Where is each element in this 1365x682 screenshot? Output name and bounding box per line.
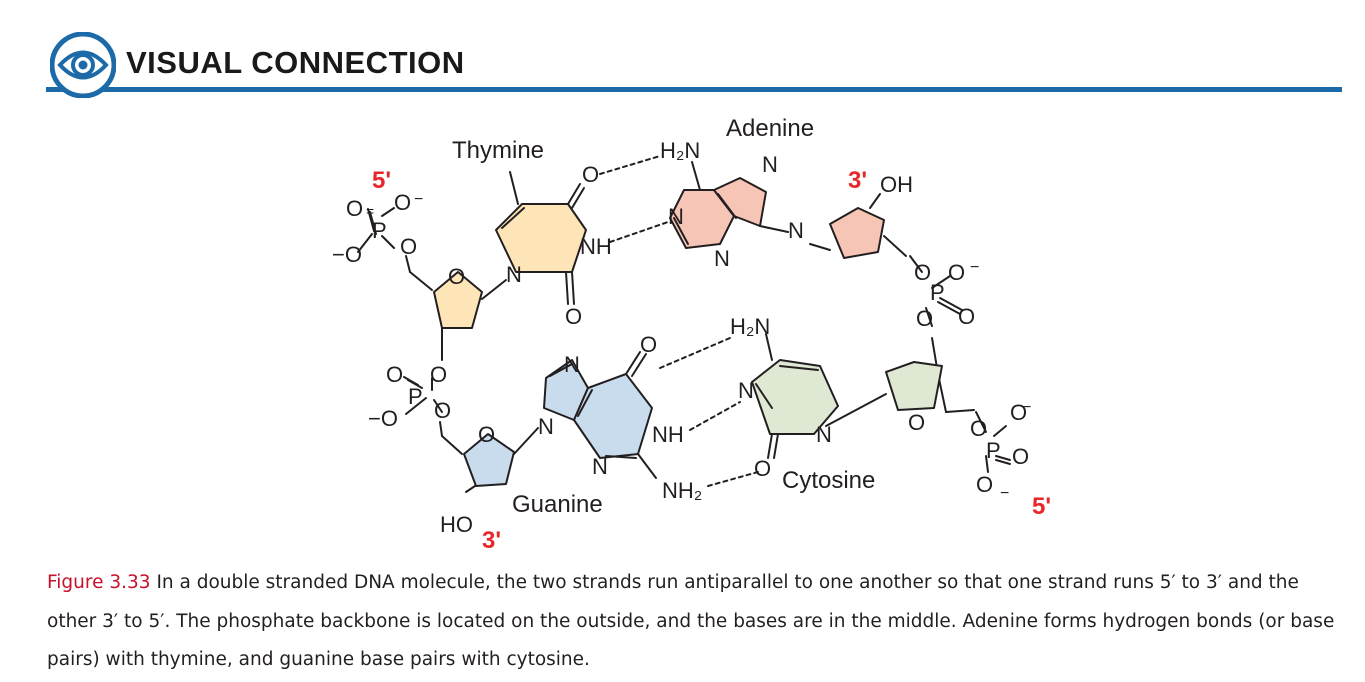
svg-text:P: P bbox=[930, 280, 945, 305]
svg-text:−O: −O bbox=[368, 406, 398, 431]
svg-text:N: N bbox=[762, 152, 778, 177]
svg-text:N: N bbox=[738, 378, 754, 403]
three-prime-bottom-left: 3' bbox=[482, 527, 501, 552]
left-backbone bbox=[357, 207, 539, 493]
svg-text:−O: −O bbox=[332, 242, 362, 267]
svg-text:O: O bbox=[430, 362, 447, 387]
svg-text:O: O bbox=[346, 196, 363, 221]
cytosine-label: Cytosine bbox=[782, 467, 875, 494]
thymine-label: Thymine bbox=[452, 137, 544, 164]
svg-text:−: − bbox=[1022, 399, 1031, 416]
svg-text:NH: NH bbox=[652, 422, 684, 447]
figure-caption: Figure 3.33 In a double stranded DNA mol… bbox=[47, 564, 1337, 680]
svg-text:−: − bbox=[414, 191, 423, 208]
svg-text:O: O bbox=[640, 332, 657, 357]
svg-text:O: O bbox=[916, 306, 933, 331]
svg-text:−: − bbox=[1000, 485, 1009, 502]
five-prime-bottom-right: 5' bbox=[1032, 493, 1050, 520]
svg-text:N: N bbox=[714, 246, 730, 271]
svg-text:N: N bbox=[816, 422, 832, 447]
header-rule bbox=[46, 87, 1342, 92]
svg-text:H₂N: H₂N bbox=[660, 138, 700, 163]
svg-text:O: O bbox=[565, 304, 582, 329]
svg-text:O: O bbox=[948, 260, 965, 285]
svg-text:HO: HO bbox=[440, 512, 473, 537]
svg-text:N: N bbox=[668, 204, 684, 229]
left-phosphate-atoms: O = P O − −O O O O O P −O O O bbox=[332, 190, 495, 447]
deoxyribose-sugar bbox=[829, 207, 885, 259]
svg-text:NH₂: NH₂ bbox=[662, 478, 702, 503]
svg-text:O: O bbox=[958, 304, 975, 329]
svg-text:O: O bbox=[754, 456, 771, 481]
svg-text:O: O bbox=[1010, 400, 1027, 425]
svg-text:N: N bbox=[564, 352, 580, 377]
figure-label: Figure 3.33 bbox=[47, 572, 151, 593]
svg-text:O: O bbox=[400, 234, 417, 259]
svg-text:O: O bbox=[582, 162, 599, 187]
svg-text:NH: NH bbox=[580, 234, 612, 259]
guanine-ring bbox=[543, 359, 589, 421]
svg-text:O: O bbox=[908, 410, 925, 435]
guanine-label: Guanine bbox=[512, 491, 603, 518]
svg-text:P: P bbox=[372, 218, 387, 243]
svg-text:P: P bbox=[986, 438, 1001, 463]
svg-text:O: O bbox=[394, 190, 411, 215]
cytosine-ring bbox=[751, 359, 839, 435]
svg-text:N: N bbox=[592, 454, 608, 479]
three-prime-top-right: 3' bbox=[848, 167, 867, 194]
svg-text:−: − bbox=[970, 259, 979, 276]
svg-text:P: P bbox=[408, 384, 423, 409]
adenine-label: Adenine bbox=[726, 115, 814, 142]
deoxyribose-sugar bbox=[885, 361, 943, 411]
deoxyribose-sugar bbox=[463, 433, 515, 487]
dna-base-pairing-diagram: O = P O − −O O O O O P −O O O O NH bbox=[310, 112, 1051, 554]
thymine-ring bbox=[495, 203, 587, 273]
visual-connection-header: VISUAL CONNECTION bbox=[46, 28, 1342, 99]
svg-text:H₂N: H₂N bbox=[730, 314, 770, 339]
svg-text:O: O bbox=[478, 422, 495, 447]
svg-text:O: O bbox=[1012, 444, 1029, 469]
svg-text:OH: OH bbox=[880, 172, 913, 197]
caption-text: In a double stranded DNA molecule, the t… bbox=[47, 572, 1335, 670]
svg-text:N: N bbox=[788, 218, 804, 243]
svg-text:O: O bbox=[914, 260, 931, 285]
svg-text:N: N bbox=[506, 262, 522, 287]
deoxyribose-sugar bbox=[433, 271, 483, 329]
svg-text:O: O bbox=[434, 398, 451, 423]
eye-icon bbox=[49, 31, 117, 99]
hydrogen-bonds bbox=[599, 155, 759, 487]
header-title: VISUAL CONNECTION bbox=[126, 45, 465, 80]
svg-text:O: O bbox=[976, 472, 993, 497]
svg-text:O: O bbox=[970, 416, 987, 441]
five-prime-top-left: 5' bbox=[372, 167, 391, 194]
svg-text:O: O bbox=[386, 362, 403, 387]
svg-text:=: = bbox=[366, 203, 374, 219]
svg-text:O: O bbox=[448, 264, 465, 289]
svg-text:N: N bbox=[538, 414, 554, 439]
